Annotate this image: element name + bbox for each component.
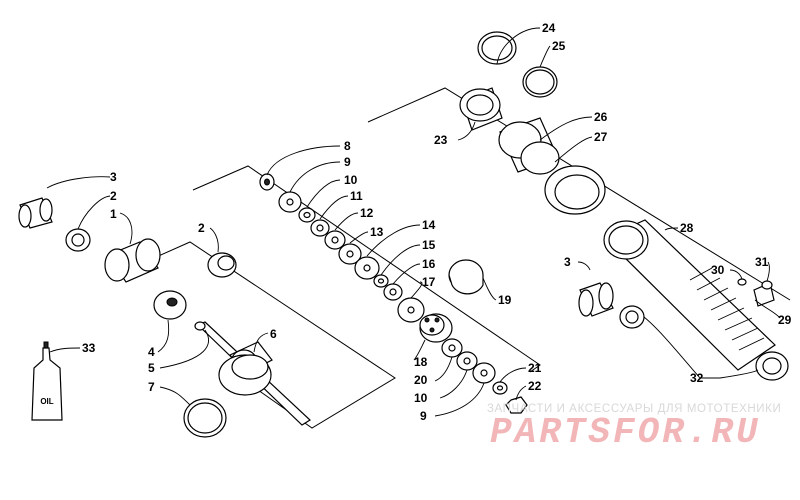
part-25-o-ring: [522, 66, 558, 98]
callout-11: 11: [350, 189, 363, 203]
callout-27: 27: [594, 130, 608, 144]
callout-28: 28: [680, 221, 694, 235]
part-1-eye-housing: [104, 238, 161, 283]
part-19-piston-ring: [448, 259, 484, 295]
callout-22: 22: [528, 379, 542, 393]
part-22-nut: [505, 396, 528, 414]
callout-14: 14: [422, 218, 436, 232]
callout-8: 8: [344, 139, 351, 153]
callout-17: 17: [422, 275, 436, 289]
callout-33: 33: [82, 341, 96, 355]
part-27-spring-collar: [544, 165, 606, 215]
oil-bottle-label: OIL: [40, 397, 53, 406]
callout-31: 31: [755, 255, 769, 269]
part-3-sleeve: [18, 197, 53, 229]
watermark-logo: PARTSFOR.RU: [490, 412, 761, 453]
part-12-shim: [324, 230, 346, 250]
callout-10-b: 10: [414, 391, 428, 405]
part-30-o-ring: [737, 278, 747, 286]
callout-3: 3: [110, 170, 117, 184]
part-24-ring: [477, 31, 517, 65]
part-2-bushing-b: [207, 252, 237, 278]
callout-6: 6: [270, 327, 277, 341]
watermark-subtitle: ЗАПЧАСТИ И АКСЕССУАРЫ ДЛЯ МОТОТЕХНИКИ: [487, 403, 782, 415]
part-17-shim: [397, 297, 425, 323]
callout-19: 19: [498, 293, 512, 307]
callout-2: 2: [110, 189, 117, 203]
callout-30: 30: [711, 263, 725, 277]
part-7-o-ring: [183, 398, 227, 438]
callout-32: 32: [690, 371, 704, 385]
callout-7: 7: [148, 380, 155, 394]
callout-15: 15: [422, 238, 436, 252]
part-2-bushing: [65, 228, 91, 252]
group-frame-right: [367, 87, 791, 301]
callout-2-b: 2: [198, 221, 205, 235]
callout-labels: 3 2 1 2 4 5 6 7 8 9 10 11 12 13 14 15 16…: [82, 21, 792, 423]
callout-5: 5: [148, 361, 155, 375]
part-33-oil-bottle: OIL: [31, 341, 63, 421]
part-10-washer-b: [456, 351, 478, 371]
callout-9-b: 9: [420, 409, 427, 423]
callout-25: 25: [552, 39, 566, 53]
part-9-washer-b: [472, 362, 496, 384]
part-2-bushing-c: [619, 305, 645, 329]
part-20-washer: [441, 338, 463, 358]
part-23-reservoir-cap: [459, 87, 503, 131]
callout-4: 4: [148, 345, 155, 359]
part-8-nut: [259, 173, 275, 191]
part-31-valve: [753, 280, 775, 307]
callout-1: 1: [110, 207, 117, 221]
callout-3-b: 3: [564, 255, 571, 269]
part-9-washer: [278, 191, 302, 213]
part-15-washer: [373, 274, 389, 288]
part-26-sleeve: [498, 117, 560, 175]
part-13-shim: [338, 243, 362, 265]
callout-9: 9: [344, 155, 351, 169]
callout-13: 13: [370, 225, 384, 239]
callout-18: 18: [414, 355, 428, 369]
callout-16: 16: [422, 257, 436, 271]
leader-lines: [46, 27, 781, 417]
callout-23: 23: [434, 133, 448, 147]
part-10-washer: [298, 207, 316, 223]
callout-26: 26: [594, 110, 608, 124]
part-32-bumper: [755, 351, 789, 381]
callout-10: 10: [344, 173, 358, 187]
part-6-reservoir-cap: [218, 354, 272, 396]
part-3-sleeve-b: [578, 282, 614, 317]
callout-12: 12: [360, 206, 374, 220]
part-28-shock-body: [603, 219, 776, 371]
callout-24: 24: [542, 21, 556, 35]
callout-20: 20: [414, 373, 428, 387]
callout-21: 21: [528, 361, 542, 375]
callout-29: 29: [778, 313, 792, 327]
part-16-washer: [383, 283, 403, 301]
part-21-washer: [492, 381, 508, 395]
part-4-bumper: [153, 290, 187, 320]
part-18-piston: [419, 313, 453, 343]
group-frame-middle: [192, 165, 541, 373]
part-14-shim: [354, 256, 380, 280]
part-11-shim: [310, 219, 330, 237]
